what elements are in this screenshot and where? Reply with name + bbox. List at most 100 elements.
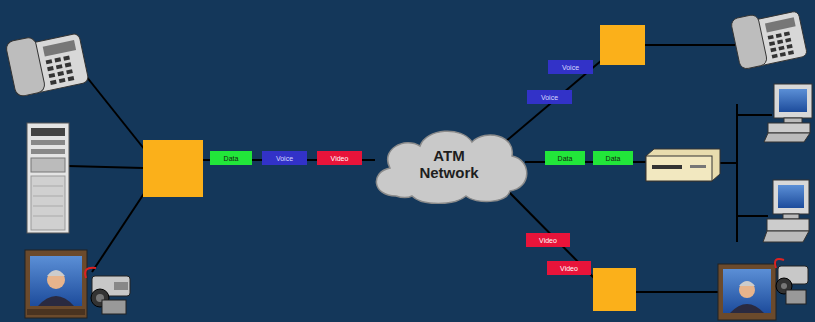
video-camera-icon <box>775 259 808 304</box>
video-cell: Video <box>547 261 591 275</box>
computer-icon <box>767 219 809 231</box>
server-icon <box>33 186 63 187</box>
network-wire <box>68 45 772 292</box>
video-monitor-icon <box>25 250 87 318</box>
server-icon <box>33 196 63 197</box>
atm-switch <box>143 25 645 311</box>
computer-icon <box>779 89 807 112</box>
network-wire <box>736 104 738 242</box>
computer-icon <box>784 118 802 123</box>
telephone-icon <box>730 5 807 70</box>
modem-icon <box>646 149 720 181</box>
telephone-icon <box>46 59 53 64</box>
video-cell: Video <box>317 151 362 165</box>
cell-label: Data <box>558 155 573 162</box>
computer-icon <box>783 214 799 219</box>
server-icon <box>31 149 65 154</box>
computer-icon <box>773 180 809 214</box>
computer-icon <box>764 133 810 142</box>
modem-icon <box>646 156 712 181</box>
server-icon <box>27 123 69 233</box>
telephone-icon <box>5 27 89 97</box>
computer-icon <box>763 180 809 242</box>
server-icon <box>33 216 63 217</box>
server-icon <box>31 158 65 172</box>
network-wire <box>68 166 143 168</box>
cell-label: Voice <box>562 64 579 71</box>
network-label: ATM Network <box>406 147 492 182</box>
computer-icon <box>774 84 812 118</box>
network-wire <box>505 188 596 280</box>
video-camera-icon <box>102 300 126 314</box>
telephone-icon <box>786 44 792 49</box>
telephone-icon <box>5 36 46 97</box>
telephone-icon <box>778 46 784 51</box>
voice-cell: Voice <box>548 60 593 74</box>
network-wire <box>635 291 722 293</box>
computer-icon <box>768 123 810 133</box>
cell-label: Voice <box>276 155 293 162</box>
server-icon <box>31 176 65 230</box>
cloud-outline <box>376 131 526 203</box>
network-wire <box>645 44 738 46</box>
computer-icon <box>778 185 804 208</box>
video-monitor-icon <box>30 256 82 306</box>
voice-cell: Voice <box>527 90 572 104</box>
telephone-icon <box>788 50 794 55</box>
data-cell: Data <box>593 151 633 165</box>
telephone-icon <box>768 35 774 40</box>
video-monitor-icon <box>25 250 87 318</box>
telephone-icon <box>785 38 791 43</box>
atm-switch <box>600 25 645 65</box>
network-wire <box>505 60 602 142</box>
telephone-icon <box>765 17 796 32</box>
cell-label: Video <box>331 155 349 162</box>
telephone-icon <box>770 47 776 52</box>
telephone-icon <box>777 39 783 44</box>
video-monitor-icon <box>730 304 764 313</box>
computer-icon <box>764 84 812 142</box>
atm-switch <box>593 268 636 311</box>
cell-label: Data <box>224 155 239 162</box>
modem-icon <box>646 149 720 181</box>
server-icon <box>31 140 65 145</box>
telephone-icon <box>56 64 63 69</box>
cell-label: Video <box>539 237 557 244</box>
video-camera-icon <box>85 268 130 314</box>
video-monitor-icon <box>27 309 85 315</box>
telephone-icon <box>784 31 790 36</box>
telephone-icon <box>47 66 54 71</box>
cell-label: Data <box>606 155 621 162</box>
video-monitor-icon <box>718 264 776 320</box>
telephone-icon <box>776 33 782 38</box>
video-monitor-icon <box>739 281 755 286</box>
telephone-icon <box>59 78 66 83</box>
video-camera-icon <box>114 282 128 290</box>
cell-label: Voice <box>541 94 558 101</box>
telephone-icon <box>65 62 72 67</box>
data-cell: Data <box>210 151 252 165</box>
modem-icon <box>690 165 706 168</box>
voice-cell: Voice <box>262 151 307 165</box>
video-monitor-icon <box>718 264 776 320</box>
telephone-icon <box>43 40 76 56</box>
computer-icon <box>763 231 809 242</box>
video-monitor-icon <box>739 282 755 298</box>
telephone-icon <box>46 55 75 84</box>
network-wire <box>92 192 145 272</box>
video-monitor-icon <box>723 269 771 313</box>
telephone-icon <box>780 52 786 57</box>
server-icon <box>31 128 65 136</box>
telephone-icon <box>66 69 73 74</box>
network-wire <box>737 114 772 116</box>
telephone-icon <box>50 80 57 85</box>
video-monitor-icon <box>38 296 74 306</box>
network-wire <box>737 215 768 217</box>
telephone-icon <box>54 57 61 62</box>
server-icon <box>33 186 63 216</box>
telephone-icon <box>768 31 794 58</box>
telephone-icon <box>68 76 75 81</box>
video-monitor-icon <box>47 271 65 289</box>
cell-label: Video <box>560 265 578 272</box>
telephone-icon <box>772 54 778 59</box>
